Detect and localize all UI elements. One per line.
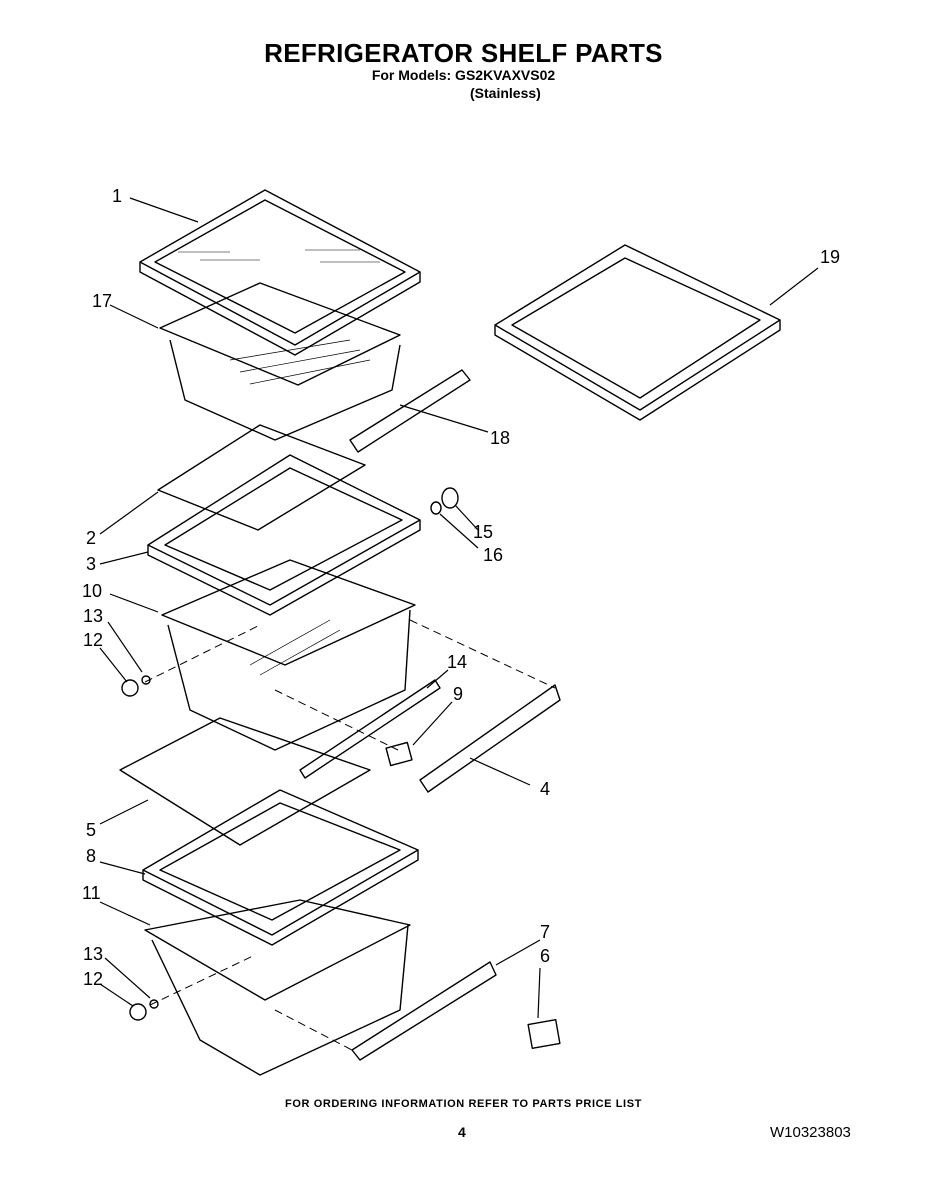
callout-12-upper: 12 — [83, 630, 103, 650]
part-14-rail — [299, 679, 441, 779]
part-18-trim — [349, 369, 471, 453]
callout-3: 3 — [86, 554, 96, 574]
part-12-wheel-lower — [129, 999, 159, 1021]
part-5-glass — [119, 717, 371, 846]
callout-13-lower: 13 — [83, 944, 103, 964]
callout-13-upper: 13 — [83, 606, 103, 626]
callout-19: 19 — [820, 247, 840, 267]
callout-4: 4 — [540, 779, 550, 799]
callout-10: 10 — [82, 581, 102, 601]
alignment-lines — [144, 619, 556, 1051]
ordering-note: FOR ORDERING INFORMATION REFER TO PARTS … — [285, 1098, 642, 1110]
models-line: For Models: GS2KVAXVS02 — [371, 67, 556, 83]
callout-15: 15 — [473, 522, 493, 542]
leader-lines — [99, 197, 819, 1019]
part-3-frame — [147, 454, 421, 616]
callout-14: 14 — [447, 652, 467, 672]
finish-line: (Stainless) — [470, 85, 541, 101]
document-number: W10323803 — [770, 1124, 851, 1141]
part-15-roller — [430, 487, 459, 515]
callout-1: 1 — [112, 186, 122, 206]
part-7-trim — [351, 961, 497, 1061]
part-12-wheel-upper — [121, 675, 151, 697]
callout-2: 2 — [86, 528, 96, 548]
part-17-drawer — [159, 282, 401, 441]
page-number: 4 — [458, 1124, 466, 1140]
callout-5: 5 — [86, 820, 96, 840]
page-title: REFRIGERATOR SHELF PARTS — [264, 38, 663, 68]
callout-12-lower: 12 — [83, 969, 103, 989]
part-10-drawer — [161, 559, 416, 751]
callout-9: 9 — [453, 684, 463, 704]
part-1-shelf-frame — [139, 189, 421, 356]
part-6-clip — [527, 1019, 561, 1049]
part-11-drawer — [144, 899, 411, 1076]
callout-6: 6 — [540, 946, 550, 966]
callout-17: 17 — [92, 291, 112, 311]
callout-7: 7 — [540, 922, 550, 942]
callout-18: 18 — [490, 428, 510, 448]
part-9-clip — [385, 741, 413, 767]
part-2-glass — [157, 424, 366, 531]
part-4-trim — [419, 684, 561, 793]
callout-16: 16 — [483, 545, 503, 565]
callout-11: 11 — [82, 883, 101, 903]
callout-8: 8 — [86, 846, 96, 866]
part-19-shelf — [494, 244, 781, 421]
